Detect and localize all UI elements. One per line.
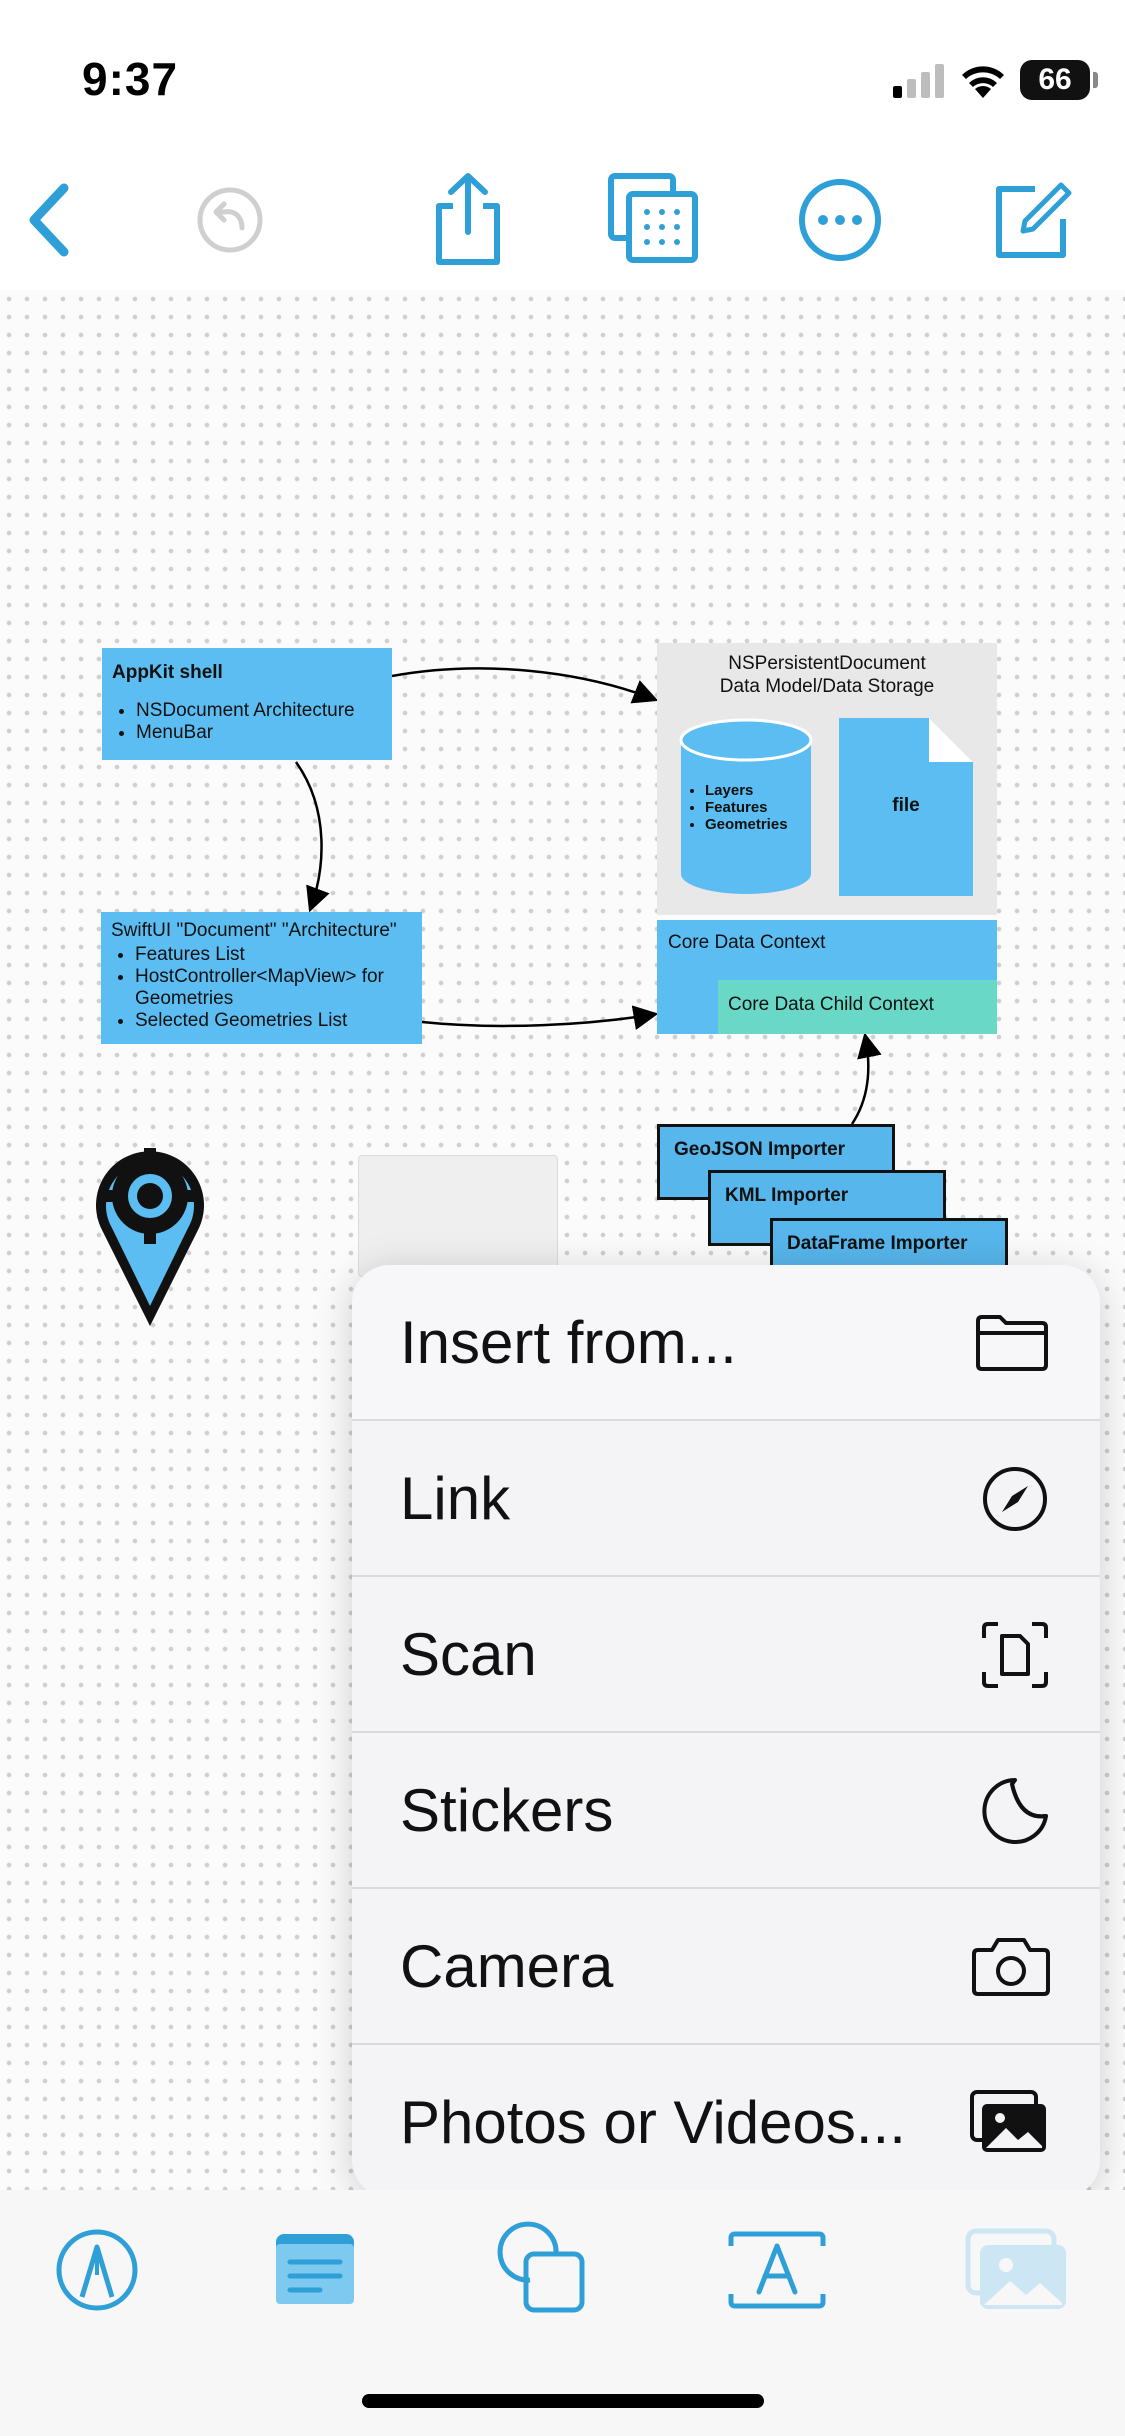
text-box-icon [728,2231,826,2309]
undo-icon [197,187,263,253]
menu-divider [352,2043,1100,2045]
arrow-appkit-to-storage [391,667,659,704]
geojson-importer-label: GeoJSON Importer [674,1139,846,1160]
sticker-icon [982,1777,1048,1844]
file-label: file [892,795,920,816]
pen-tip-icon [56,2229,138,2311]
shapes-button[interactable] [485,2220,595,2320]
wifi-icon [962,66,1004,98]
map-pin-gear-icon[interactable] [88,1134,212,1330]
more-options-button[interactable] [790,170,890,270]
storage-title: NSPersistentDocument [728,653,926,674]
swiftui-item: Selected Geometries List [135,1010,412,1032]
camera-icon [972,1937,1050,1996]
sticky-note-button[interactable] [260,2220,370,2320]
ellipsis-circle-icon [799,179,881,261]
menu-item-label: Link [400,1465,511,1532]
menu-item-scan[interactable]: Scan [352,1577,1100,1732]
database-item: Layers [705,782,788,799]
compass-icon [983,1466,1047,1531]
menu-item-link[interactable]: Link [352,1421,1100,1576]
core-data-context-label: Core Data Context [668,932,826,953]
folder-icon [976,1314,1048,1371]
menu-item-label: Camera [400,1933,614,2000]
menu-divider [352,1575,1100,1577]
new-board-button[interactable] [980,170,1080,270]
back-button[interactable] [0,170,100,270]
menu-item-stickers[interactable]: Stickers [352,1733,1100,1888]
core-data-child-context-box[interactable]: Core Data Child Context [718,980,997,1034]
arrow-appkit-to-swiftui [294,761,330,913]
file-document-shape [839,718,973,896]
menu-item-label: Stickers [400,1777,614,1844]
top-toolbar [0,150,1125,290]
text-box-button[interactable] [722,2220,832,2320]
battery-level: 66 [1038,63,1072,96]
appkit-item: MenuBar [136,722,382,744]
battery-indicator: 66 [1020,60,1090,100]
photos-icon [970,2089,1046,2152]
board-layout-button[interactable] [603,170,703,270]
cellular-signal-icon [893,64,944,98]
arrow-importer-to-child-context [850,1032,882,1125]
storage-subtitle: Data Model/Data Storage [719,676,935,697]
database-cylinder [679,718,813,894]
insert-menu: Insert from... Link Scan Stickers Camera [352,1265,1100,2198]
dataframe-importer-label: DataFrame Importer [787,1233,968,1254]
diagram-connectors [294,667,882,1125]
status-bar: 9:37 66 [0,0,1125,150]
appkit-shell-box[interactable]: AppKit shell NSDocument Architecture Men… [102,648,392,760]
battery-cap [1093,72,1098,88]
menu-item-label: Scan [400,1621,537,1688]
kml-importer-label: KML Importer [725,1185,849,1206]
menu-item-camera[interactable]: Camera [352,1889,1100,2044]
status-time: 9:37 [82,53,179,105]
child-context-label: Core Data Child Context [728,994,934,1015]
note-icon [276,2234,354,2304]
menu-item-label: Insert from... [400,1309,737,1376]
menu-divider [352,1419,1100,1421]
grid-overlay-icon [608,173,698,263]
swiftui-item: HostController<MapView> for Geometries [135,966,412,1010]
arrow-swiftui-to-context [421,1005,659,1031]
compose-icon [996,182,1072,258]
swiftui-title: SwiftUI "Document" "Architecture" [111,920,397,941]
database-item: Features [705,799,788,816]
pen-tool-button[interactable] [42,2220,152,2320]
home-indicator [362,2394,764,2408]
menu-item-label: Photos or Videos... [400,2089,906,2156]
share-button[interactable] [418,170,518,270]
media-button[interactable] [962,2220,1072,2320]
note-card[interactable] [358,1155,558,1277]
photo-stack-icon [965,2228,1066,2309]
scan-document-icon [982,1621,1048,1688]
appkit-item: NSDocument Architecture [136,700,382,722]
shapes-icon [497,2221,585,2313]
menu-divider [352,1731,1100,1733]
database-items: Layers Features Geometries [687,782,788,833]
menu-item-photos-or-videos[interactable]: Photos or Videos... [352,2045,1100,2198]
chevron-left-icon [29,183,69,257]
undo-button[interactable] [180,170,280,270]
swiftui-architecture-box[interactable]: SwiftUI "Document" "Architecture" Featur… [101,912,422,1044]
persistent-document-box[interactable]: NSPersistentDocument Data Model/Data Sto… [657,643,997,915]
swiftui-item: Features List [135,944,412,966]
database-item: Geometries [705,816,788,833]
menu-item-insert-from[interactable]: Insert from... [352,1265,1100,1420]
share-icon [436,173,500,265]
menu-divider [352,1887,1100,1889]
appkit-shell-title: AppKit shell [112,662,223,683]
